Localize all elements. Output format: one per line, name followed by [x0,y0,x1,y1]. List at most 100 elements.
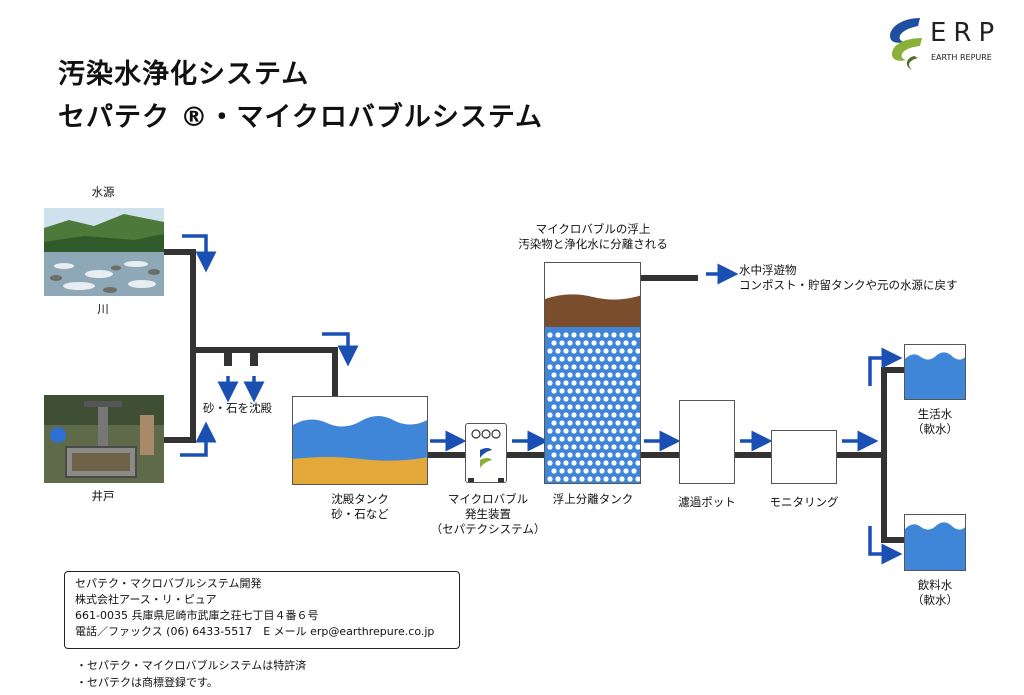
micro-bubble [555,476,561,482]
micro-bubble [551,372,557,378]
micro-bubble [635,396,640,402]
settling-tank [292,396,428,485]
micro-bubble [607,436,613,442]
micro-bubble [551,468,557,474]
micro-bubble [623,372,629,378]
micro-bubble [635,476,640,482]
micro-bubble [635,444,640,450]
micro-bubble [575,372,581,378]
micro-bubble [631,372,637,378]
micro-bubble [599,468,605,474]
micro-bubble [607,468,613,474]
micro-bubble [567,420,573,426]
micro-bubble [599,388,605,394]
micro-bubble [627,332,633,338]
micro-bubble [623,404,629,410]
micro-bubble [615,452,621,458]
micro-bubble [579,476,585,482]
domestic-water-line1: 生活水 [917,407,953,421]
micro-bubble [587,428,593,434]
note-trademark: ・セパテクは商標登録です。 [76,676,218,689]
micro-bubble [591,420,597,426]
micro-bubble [615,388,621,394]
micro-bubble [559,436,565,442]
filter-pot [679,400,735,484]
micro-bubble [595,364,601,370]
micro-bubble [619,380,625,386]
micro-bubble [579,364,585,370]
micro-bubble [571,444,577,450]
micro-bubble [607,452,613,458]
micro-bubble [631,436,637,442]
micro-bubble [623,388,629,394]
micro-bubble [599,404,605,410]
micro-bubble [611,348,617,354]
micro-bubble [607,356,613,362]
micro-bubble [603,476,609,482]
micro-bubble [563,444,569,450]
micro-bubble [571,476,577,482]
micro-bubble [623,340,629,346]
micro-bubble [571,412,577,418]
micro-bubble [567,404,573,410]
erp-logo: ERP EARTH REPURE [884,12,996,74]
micro-bubble [559,372,565,378]
bubble-generator-label-line1: マイクロバブル [447,492,529,506]
micro-bubble [619,428,625,434]
micro-bubble [635,460,640,466]
micro-bubble [579,428,585,434]
micro-bubble [623,452,629,458]
micro-bubble [575,356,581,362]
flow-arrows [180,234,903,565]
micro-bubble [579,460,585,466]
drinking-water-label: 飲料水 （軟水） [895,578,975,608]
flotation-caption: マイクロバブルの浮上 汚染物と浄化水に分離される [498,222,688,252]
source-pipe [163,249,196,443]
micro-bubble [631,404,637,410]
micro-bubble [587,444,593,450]
micro-bubble [599,340,605,346]
micro-bubble [611,412,617,418]
arrow-to-drinking [868,526,903,565]
micro-bubble [631,452,637,458]
micro-bubble [559,420,565,426]
micro-bubble [615,356,621,362]
micro-bubble [595,460,601,466]
micro-bubble [635,428,640,434]
micro-bubble [615,404,621,410]
micro-bubble [583,468,589,474]
micro-bubble [627,444,633,450]
micro-bubble [571,460,577,466]
micro-bubble [559,468,565,474]
micro-bubble [611,396,617,402]
micro-bubble [571,428,577,434]
floating-output-label: 水中浮遊物 コンポスト・貯留タンクや元の水源に戻す [739,263,958,293]
arrow-well [180,421,217,457]
domestic-water-line2: （軟水） [912,422,958,436]
micro-bubble [607,404,613,410]
bubble-generator-label-line2: 発生装置 [465,507,511,521]
page-title: 汚染水浄化システム [58,59,310,90]
micro-bubble [611,364,617,370]
flotation-tank-label: 浮上分離タンク [552,492,634,506]
info-line3: 661-0035 兵庫県尼崎市武庫之荘七丁目４番６号 [75,609,319,622]
micro-bubble [627,460,633,466]
micro-bubble [559,356,565,362]
micro-bubble [631,420,637,426]
micro-bubble [595,396,601,402]
settling-tank-label-line1: 沈殿タンク [331,492,389,506]
drinking-water-line2: （軟水） [912,593,958,607]
micro-bubble [599,436,605,442]
micro-bubble [583,436,589,442]
micro-bubble [619,412,625,418]
micro-bubble [583,340,589,346]
micro-bubble [551,340,557,346]
micro-bubble [547,364,553,370]
pipe-to-settling-tank [193,347,338,396]
micro-bubble [547,476,553,482]
micro-bubble [583,404,589,410]
micro-bubble [547,348,553,354]
micro-bubble [563,380,569,386]
erp-logo-mark [890,18,922,70]
micro-bubble [591,436,597,442]
